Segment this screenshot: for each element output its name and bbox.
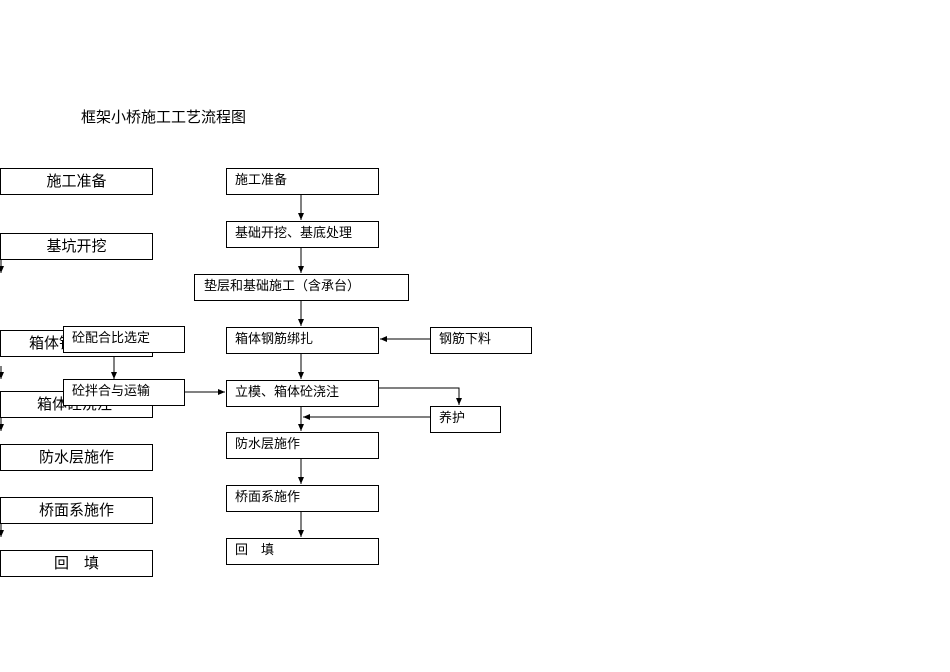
left-step-backfill: 回 填: [0, 550, 153, 577]
arrow-to-curing: [378, 387, 462, 405]
page-title: 框架小桥施工工艺流程图: [81, 108, 247, 126]
step-excavation: 基础开挖、基底处理: [226, 221, 379, 248]
step-foundation: 垫层和基础施工（含承台）: [194, 274, 409, 301]
step-backfill: 回 填: [226, 538, 379, 565]
step-deck: 桥面系施作: [226, 485, 379, 512]
rebar-blanking-box: 钢筋下料: [430, 327, 532, 354]
mixing-transport-box: 砼拌合与运输: [63, 379, 185, 406]
curing-box: 养护: [430, 406, 501, 433]
left-step-waterproof: 防水层施作: [0, 444, 153, 471]
step-prep: 施工准备: [226, 168, 379, 195]
step-rebar-binding: 箱体钢筋绑扎: [226, 327, 379, 354]
mix-selection-box: 砼配合比选定: [63, 326, 185, 353]
step-formwork-pour: 立模、箱体砼浇注: [226, 380, 379, 407]
left-step-excavation: 基坑开挖: [0, 233, 153, 260]
left-step-deck: 桥面系施作: [0, 497, 153, 524]
step-waterproof: 防水层施作: [226, 432, 379, 459]
left-step-prep: 施工准备: [0, 168, 153, 195]
